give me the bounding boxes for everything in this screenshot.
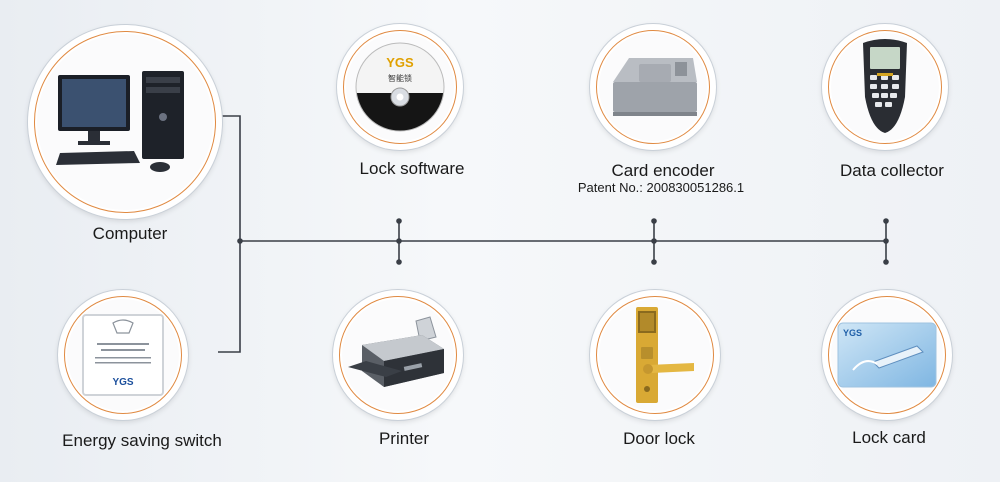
door-lock-node [590,290,720,420]
svg-text:YGS: YGS [112,377,133,388]
lock-card-node: YGS [822,290,952,420]
data-collector-label: Data collector [840,161,944,180]
patent-number: Patent No.: 200830051286.1 [577,180,745,195]
svg-text:YGS: YGS [843,328,862,338]
data-collector-node [822,24,948,150]
svg-text:智能锁: 智能锁 [388,73,412,83]
energy-switch-node: YGS [58,290,188,420]
computer-node [28,25,222,219]
door-lock-label: Door lock [623,429,695,448]
computer-icon [56,71,184,172]
data-collector-icon [863,39,907,133]
energy-switch-icon: YGS [82,314,164,396]
card-encoder-icon [613,58,697,116]
computer-switch-link [218,115,241,353]
lock-card-icon: YGS [837,322,937,388]
energy-switch-label: Energy saving switch [62,431,222,450]
printer-icon [348,316,444,387]
printer-label: Printer [378,429,430,448]
lock-software-label: Lock software [359,159,465,178]
svg-text:YGS: YGS [386,55,414,70]
card-encoder-node [590,24,716,150]
printer-node [333,290,463,420]
lock-card-label: Lock card [852,428,926,447]
door-lock-icon [636,307,694,403]
software-disc-icon: YGS 智能锁 [355,42,445,132]
card-encoder-label: Card encoder [611,161,715,180]
computer-label: Computer [92,224,168,243]
lock-software-node: YGS 智能锁 [337,24,463,150]
